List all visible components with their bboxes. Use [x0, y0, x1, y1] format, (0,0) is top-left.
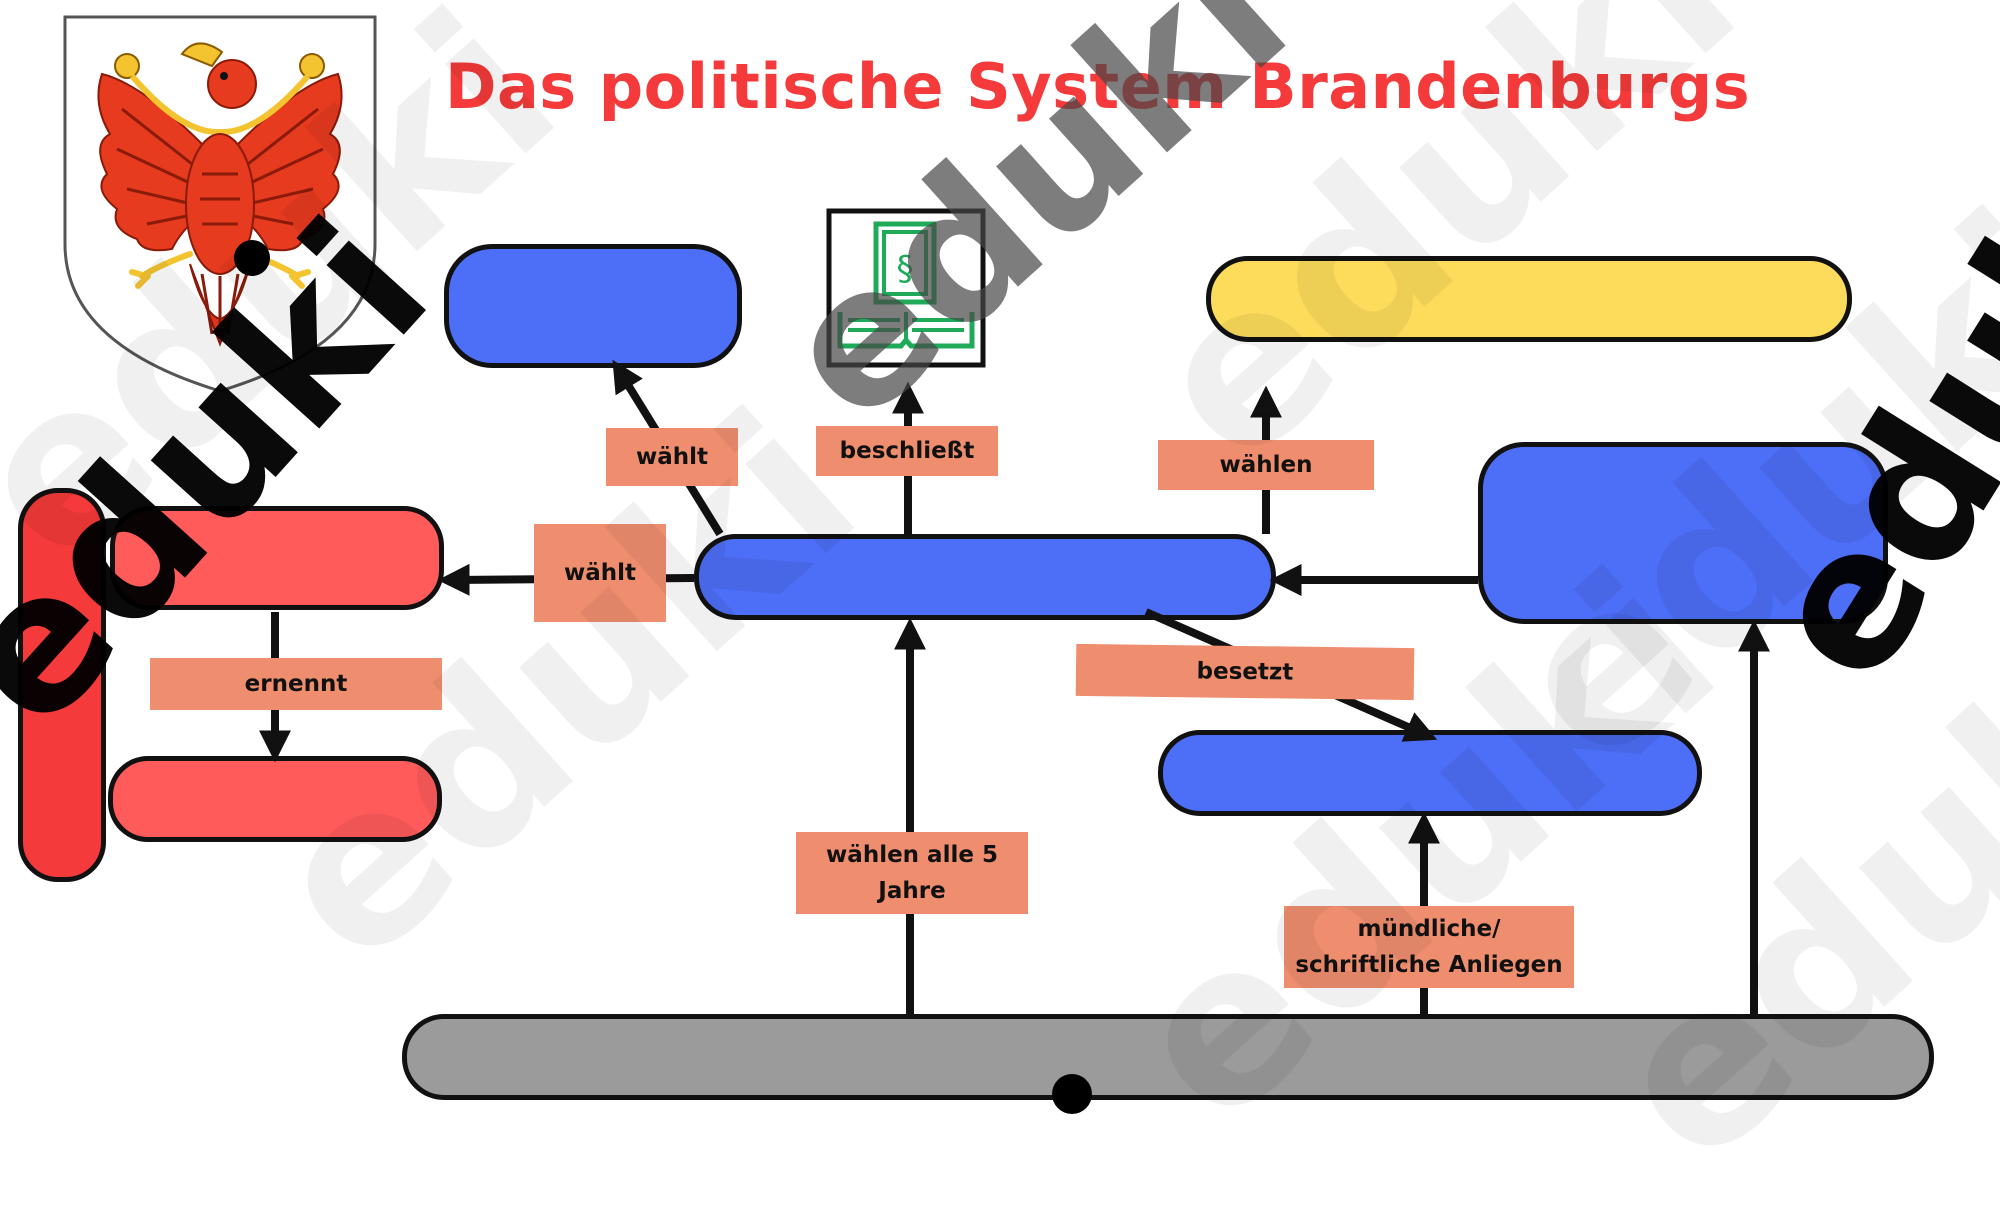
label-besetzt: besetzt [1075, 643, 1415, 701]
label-waehlen-5-jahre: wählen alle 5 Jahre [796, 832, 1028, 914]
label-ernennt: ernennt [150, 658, 442, 710]
label-waehlt-left: wählt [534, 524, 666, 622]
box-top-left [444, 244, 742, 368]
executive-bar [18, 488, 106, 882]
box-center [694, 534, 1276, 620]
label-beschliesst: beschließt [816, 426, 998, 476]
box-middle-left [110, 506, 444, 610]
box-right [1478, 442, 1888, 624]
label-anliegen: mündliche/ schriftliche Anliegen [1284, 906, 1574, 988]
box-top-right [1206, 256, 1852, 342]
box-bottom [402, 1014, 1934, 1100]
svg-text:§: § [897, 249, 914, 289]
page-title: Das politische System Brandenburgs [445, 50, 1751, 123]
label-waehlen-top: wählen [1158, 440, 1374, 490]
connector-arrows [259, 359, 1770, 1014]
label-waehlt-top: wählt [606, 428, 738, 486]
law-book-icon: § [826, 208, 986, 368]
brandenburg-eagle-icon [63, 15, 377, 393]
